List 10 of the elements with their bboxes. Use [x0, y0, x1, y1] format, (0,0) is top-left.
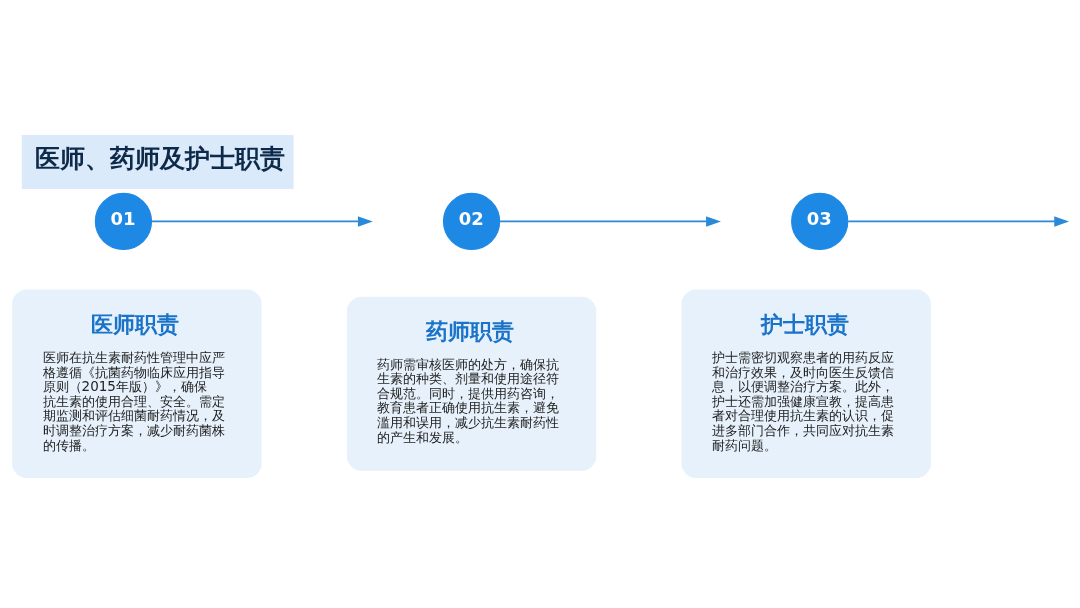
node-box: 医师职责 医师在抗生素耐药性管理中应严格遵循《抗菌药物临床应用指导原则（2015年版）》，确保抗生素的使用合理、安全。需定期监测和评估细菌耐药情况，及时调整治疗方案，减少耐药菌株的传播。 — [12, 289, 262, 479]
diagram-title: 医师、药师及护士职责 — [35, 144, 286, 174]
node-circle: 01 — [94, 192, 153, 251]
node-circle: 03 — [791, 192, 849, 251]
arrow — [151, 216, 373, 227]
node-box: 药师职责 药师需审核医师的处方，确保抗生素的种类、剂量和使用途径符合规范。同时，提供用药咨询，教育患者正确使用抗生素，避免滥用和误用，减少抗生素耐药性的产生和发展。 — [346, 296, 597, 471]
arrow — [847, 216, 1070, 227]
node-circle: 02 — [442, 192, 501, 251]
arrow — [499, 216, 721, 227]
node-box: 护士职责 护士需密切观察患者的用药反应和治疗效果，及时向医生反馈信息，以便调整治疗方案。此外，护士还需加强健康宣教，提高患者对合理使用抗生素的认识，促进多部门合作，共同应对抗生素耐药问题。 — [681, 289, 931, 479]
